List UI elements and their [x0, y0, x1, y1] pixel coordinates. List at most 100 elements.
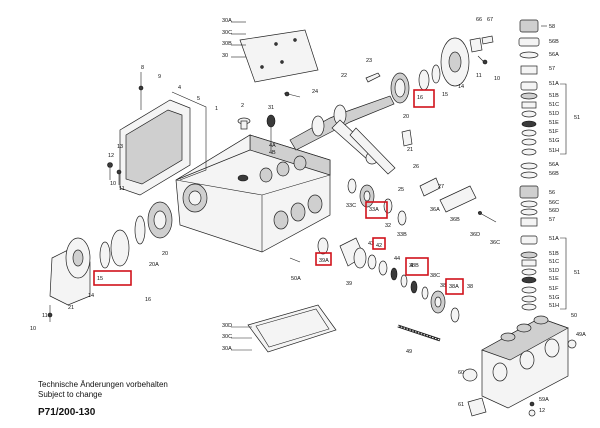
callout-label: 26 [413, 164, 419, 170]
callout-label: 14 [458, 84, 464, 90]
callout-label: 51H [549, 303, 559, 309]
callout-label: 4 [410, 263, 413, 269]
callout-label: 38 [467, 284, 473, 290]
callout-label: 14 [88, 293, 94, 299]
callout-label: 49A [576, 332, 586, 338]
top-plate [231, 21, 319, 83]
callout-label: 51B [549, 93, 559, 99]
callout-label: 11 [476, 73, 482, 79]
callout-label: 59A [539, 397, 549, 403]
highlighted-callout-label: 42 [376, 243, 382, 249]
callout-label: 4 [178, 85, 181, 91]
callout-label: 30D [222, 323, 232, 329]
callout-label: 60 [458, 370, 464, 376]
callout-label: 51F [549, 286, 559, 292]
callout-label: 51C [549, 259, 559, 265]
callout-label: 20 [403, 114, 409, 120]
callout-label: 33B [397, 232, 407, 238]
callout-label: 11 [119, 186, 125, 192]
callout-label: 33C [346, 203, 356, 209]
highlight-box [445, 278, 464, 295]
callout-label: 49 [406, 349, 412, 355]
highlighted-callout-label: 33A [369, 207, 379, 213]
callout-label: 13 [117, 144, 123, 150]
callout-label: 4A [269, 143, 276, 149]
callout-label: 20 [162, 251, 168, 257]
callout-label: 32 [385, 223, 391, 229]
callout-label: 31 [268, 105, 274, 111]
callout-label: 51A [549, 236, 559, 242]
small-fittings [107, 91, 301, 185]
callout-label: 51D [549, 268, 559, 274]
sleeve-group [289, 237, 460, 323]
callout-label: 51A [549, 81, 559, 87]
callout-label: 20A [149, 262, 159, 268]
highlighted-callout-label: 16 [417, 95, 423, 101]
callout-label: 56A [549, 162, 559, 168]
callout-label: 66 [476, 17, 482, 23]
callout-label: 1 [215, 106, 218, 112]
callout-label: 21 [407, 147, 413, 153]
callout-label: 10 [494, 76, 500, 82]
callout-label: 57 [549, 66, 555, 72]
callout-label: 23 [366, 58, 372, 64]
callout-label: 27 [438, 184, 444, 190]
highlighted-callout-label: 38B [409, 263, 419, 269]
change-notice-de: Technische Änderungen vorbehalten [38, 380, 168, 389]
callout-label: 44 [394, 256, 400, 262]
change-notice-en: Subject to change [38, 390, 103, 399]
highlighted-callout-label: 39A [319, 258, 329, 264]
callout-label: 30B [222, 41, 232, 47]
callout-label: 30A [222, 18, 232, 24]
callout-label: 56A [549, 52, 559, 58]
callout-label: 36A [430, 207, 440, 213]
highlight-box [365, 201, 388, 219]
callout-label: 51E [549, 276, 559, 282]
callout-label: 30C [222, 334, 232, 340]
callout-label: 51H [549, 148, 559, 154]
callout-label: 51 [574, 115, 580, 121]
callout-label: 61 [458, 402, 464, 408]
callout-label: 25 [398, 187, 404, 193]
callout-label: 5 [197, 96, 200, 102]
callout-label: 57 [549, 217, 555, 223]
manifold-head [462, 315, 577, 417]
callout-label: 16 [145, 297, 151, 303]
callout-label: 36D [470, 232, 480, 238]
callout-label: 51 [574, 270, 580, 276]
crankcase [175, 134, 331, 253]
callout-label: 56C [549, 200, 559, 206]
callout-label: 36C [490, 240, 500, 246]
highlighted-callout-label: 38C [430, 273, 440, 279]
valve-stack [518, 19, 567, 311]
callout-label: 8 [141, 65, 144, 71]
callout-label: 11 [42, 313, 48, 319]
callout-label: 50A [291, 276, 301, 282]
callout-label: 56 [549, 190, 555, 196]
callout-label: 56D [549, 208, 559, 214]
callout-label: 10 [30, 326, 36, 332]
crankshaft [289, 72, 413, 175]
callout-label: 39 [346, 281, 352, 287]
callout-label: 51C [549, 102, 559, 108]
callout-label: 51D [549, 111, 559, 117]
callout-label: 56B [549, 39, 559, 45]
stud-bolt [397, 324, 441, 342]
highlight-box [372, 237, 386, 250]
callout-label: 36B [450, 217, 460, 223]
rear-cover [119, 72, 207, 196]
model-number: P71/200-130 [38, 407, 96, 418]
callout-label: 30A [222, 346, 232, 352]
callout-label: 22 [341, 73, 347, 79]
callout-label: 24 [312, 89, 318, 95]
callout-label: 9 [158, 74, 161, 80]
callout-label: 51G [549, 138, 559, 144]
highlighted-callout-label: 15 [442, 92, 448, 98]
callout-label: 4B [269, 150, 276, 156]
callout-label: 51E [549, 120, 559, 126]
callout-label: 21 [68, 305, 74, 311]
callout-label: 67 [487, 17, 493, 23]
highlight-box [315, 252, 332, 266]
